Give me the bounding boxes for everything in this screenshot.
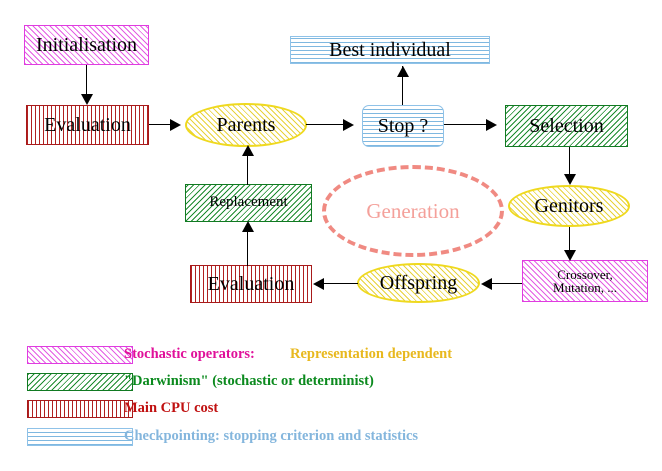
node-replacement[interactable]: Replacement (185, 184, 312, 222)
node-generation-label: Generation (366, 198, 460, 223)
node-stop[interactable]: Stop ? (362, 105, 444, 147)
arrow-eval-to-replacement-head (242, 221, 254, 232)
node-replacement-label: Replacement (209, 194, 288, 211)
node-evaluation-top-label: Evaluation (44, 113, 131, 136)
node-offspring[interactable]: Offspring (357, 263, 480, 303)
legend-swatch-darwinism (27, 373, 133, 391)
arrow-selection-to-genitors-head (564, 174, 576, 185)
node-stop-label: Stop ? (377, 114, 429, 137)
legend-swatch-stochastic (27, 346, 133, 364)
arrow-parents-to-stop-line (306, 124, 346, 126)
arrow-eval-to-parents-line (149, 124, 173, 126)
node-evaluation-bottom[interactable]: Evaluation (190, 265, 312, 303)
arrow-parents-to-stop-head (343, 119, 354, 131)
arrow-genitors-to-crossover-line (569, 227, 571, 253)
arrow-init-to-eval-line (86, 65, 88, 97)
legend-swatch-checkpointing (27, 428, 133, 446)
arrow-replacement-to-parents-head (242, 145, 254, 156)
node-selection[interactable]: Selection (505, 105, 628, 147)
node-initialisation-label: Initialisation (35, 33, 138, 56)
arrow-stop-to-selection-line (444, 124, 487, 126)
node-offspring-label: Offspring (379, 271, 458, 294)
arrow-init-to-eval-head (81, 94, 93, 105)
node-evaluation-top[interactable]: Evaluation (26, 105, 149, 145)
node-initialisation[interactable]: Initialisation (24, 25, 149, 65)
arrow-replacement-to-parents-line (247, 152, 249, 185)
arrow-offspring-to-eval-head (313, 278, 324, 290)
node-evaluation-bottom-label: Evaluation (207, 272, 295, 295)
legend-label-stochastic: Stochastic operators: (124, 346, 255, 362)
node-crossover-mutation[interactable]: Crossover, Mutation, ... (522, 260, 648, 302)
arrow-genitors-to-crossover-head (564, 250, 576, 261)
arrow-stop-to-best-head (397, 66, 409, 77)
node-generation-group: Generation (322, 165, 504, 257)
legend-label-cpu: Main CPU cost (124, 400, 219, 416)
arrow-offspring-to-eval-line (324, 283, 358, 285)
node-genitors[interactable]: Genitors (508, 185, 630, 227)
node-selection-label: Selection (529, 114, 604, 137)
node-best-individual-label: Best individual (329, 38, 451, 61)
node-genitors-label: Genitors (534, 194, 604, 217)
arrow-eval-to-parents-head (170, 119, 181, 131)
node-crossover-label-line1: Crossover, (557, 266, 613, 282)
arrow-crossover-to-offspring-head (481, 278, 492, 290)
node-parents[interactable]: Parents (185, 103, 307, 147)
arrow-eval-to-replacement-line (247, 230, 249, 266)
node-best-individual[interactable]: Best individual (290, 36, 490, 64)
arrow-stop-to-best-line (402, 66, 404, 105)
legend-label-representation: Representation dependent (290, 346, 453, 362)
arrow-stop-to-selection-head (486, 119, 497, 131)
node-parents-label: Parents (216, 113, 276, 136)
legend-swatch-cpu (27, 400, 133, 418)
arrow-selection-to-genitors-line (569, 147, 571, 177)
node-crossover-label-line2: Mutation, ... (553, 280, 617, 295)
legend-label-checkpointing: Checkpointing: stopping criterion and st… (124, 428, 419, 444)
arrow-crossover-to-offspring-line (492, 283, 522, 285)
legend-label-darwinism: "Darwinism" (stochastic or determinist) (124, 373, 374, 389)
